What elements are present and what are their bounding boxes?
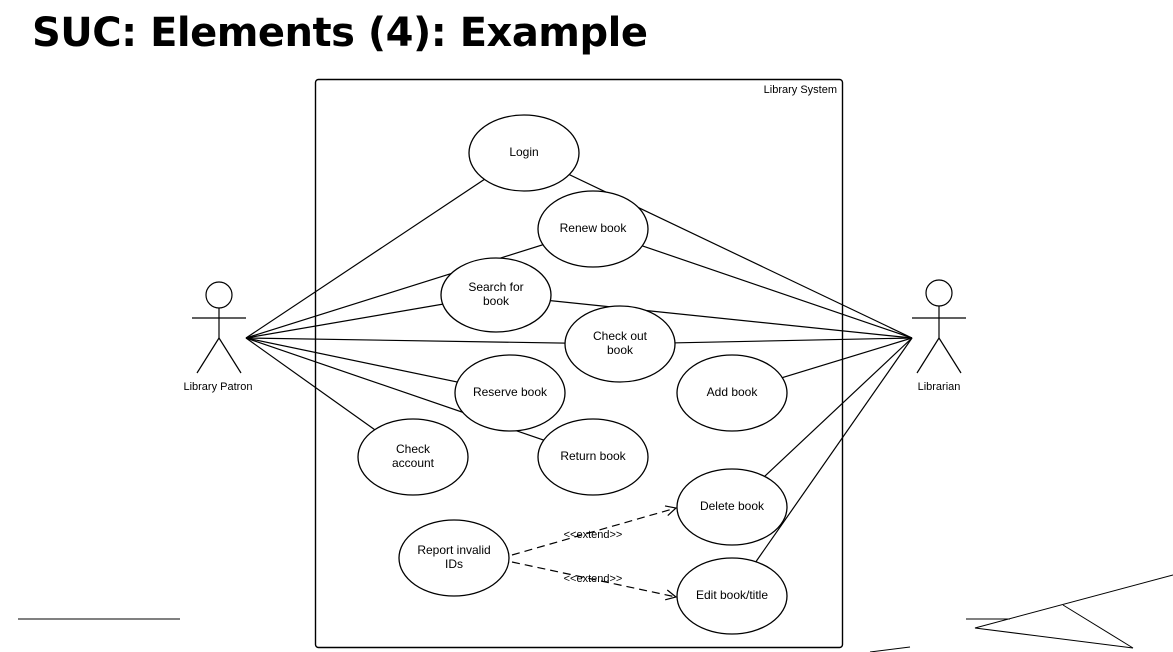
actor-label-patron: Library Patron — [183, 381, 252, 393]
use-case-ellipse — [357, 418, 469, 496]
association-patron-login — [245, 152, 525, 339]
actor-librarian[interactable] — [912, 279, 966, 374]
actor-head — [925, 279, 953, 307]
use-case-add[interactable]: Add book — [676, 354, 788, 432]
extend-label: <<extend>> — [564, 529, 623, 541]
use-case-ellipse — [440, 257, 552, 333]
use-case-label: account — [392, 456, 435, 470]
use-case-ellipse — [564, 305, 676, 383]
actor-library-patron[interactable] — [192, 281, 246, 374]
use-case-return[interactable]: Return book — [537, 418, 649, 496]
extend-arrow-report-edit — [511, 561, 676, 597]
association-librarian-renew — [592, 228, 913, 339]
use-case-reserve[interactable]: Reserve book — [454, 354, 566, 432]
use-case-label: Report invalid — [417, 543, 490, 557]
slide-title: SUC: Elements (4): Example — [32, 10, 648, 56]
use-case-label: book — [607, 343, 634, 357]
association-librarian-login — [523, 152, 913, 339]
use-case-ellipse — [676, 468, 788, 546]
use-case-label: Login — [509, 145, 538, 159]
use-case-label: Reserve book — [473, 385, 548, 399]
use-case-ellipse — [676, 354, 788, 432]
actor-label-librarian: Librarian — [918, 381, 961, 393]
system-boundary: Library System — [314, 78, 844, 649]
decorative-lines — [18, 574, 1173, 652]
use-case-delete[interactable]: Delete book — [676, 468, 788, 546]
use-case-label: book — [483, 294, 510, 308]
extend-label: <<extend>> — [564, 573, 623, 585]
use-case-ellipse — [537, 418, 649, 496]
actor-head — [205, 281, 233, 309]
association-patron-return — [245, 337, 594, 458]
use-case-ellipse — [398, 519, 510, 597]
association-librarian-search — [495, 294, 913, 339]
association-librarian-edit — [731, 337, 913, 597]
use-case-ellipse — [676, 557, 788, 635]
use-case-ellipse — [537, 190, 649, 268]
use-case-label: Check out — [593, 329, 648, 343]
extend-relations: <<extend>> <<extend>> — [511, 508, 676, 597]
use-case-label: Search for — [468, 280, 523, 294]
use-case-label: Check — [396, 442, 431, 456]
use-case-label: Return book — [560, 449, 626, 463]
use-case-renew[interactable]: Renew book — [537, 190, 649, 268]
extend-arrow-report-delete — [511, 508, 676, 556]
system-label: Library System — [764, 84, 837, 96]
use-case-label: Renew book — [560, 221, 628, 235]
use-case-label: IDs — [445, 557, 463, 571]
association-patron-checkout — [245, 337, 621, 345]
use-case-ellipse — [454, 354, 566, 432]
use-case-edit[interactable]: Edit book/title — [676, 557, 788, 635]
use-case-ellipse — [468, 114, 580, 192]
association-patron-renew — [245, 228, 594, 339]
use-case-login[interactable]: Login — [468, 114, 580, 192]
use-case-label: Add book — [707, 385, 759, 399]
use-case-label: Edit book/title — [696, 588, 768, 602]
use-case-label: Delete book — [700, 499, 765, 513]
